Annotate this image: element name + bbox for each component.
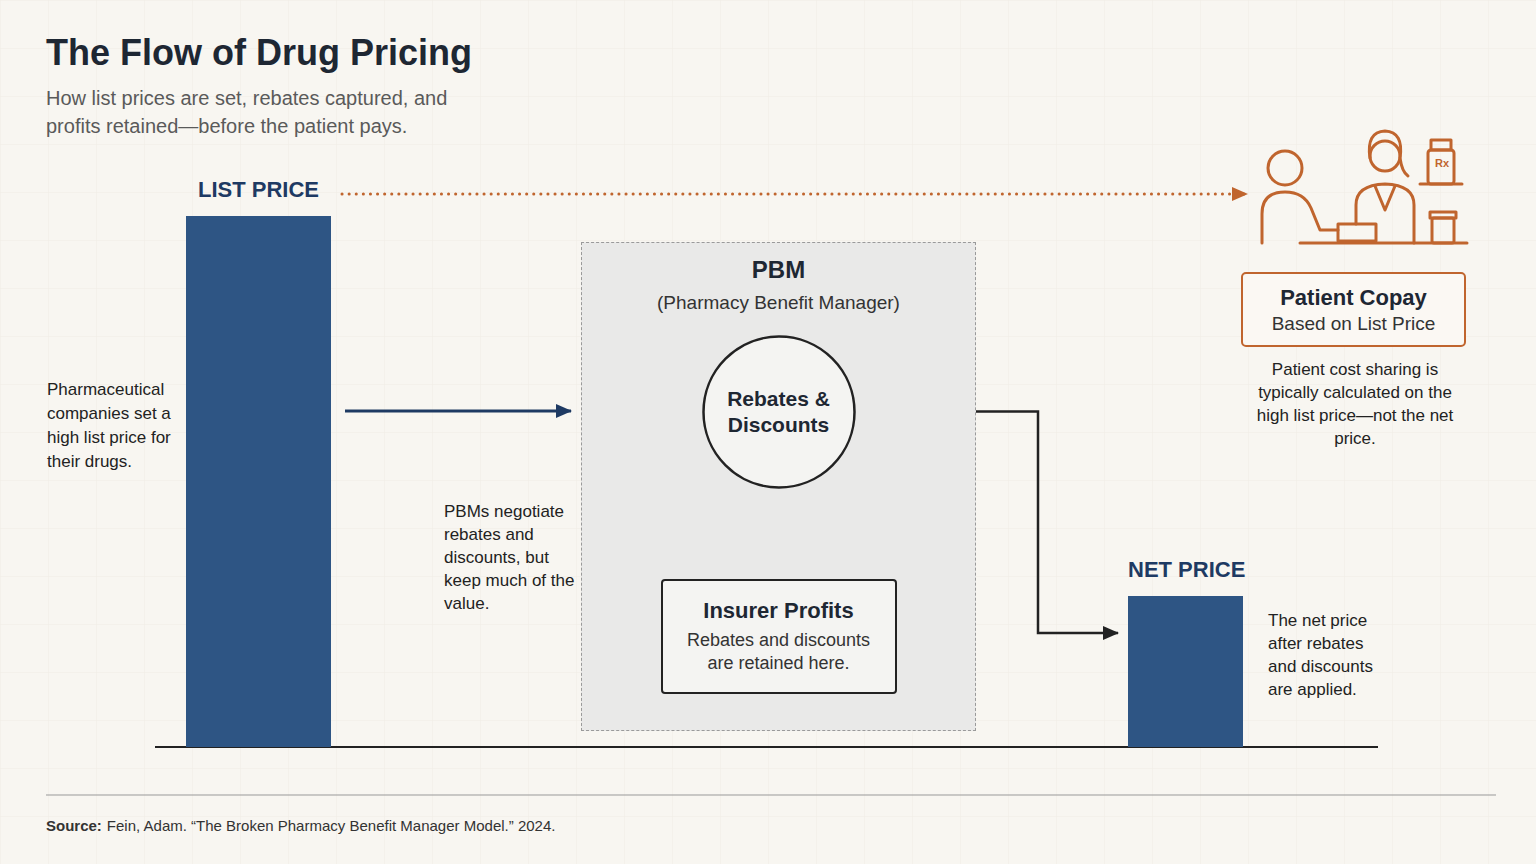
diagram-title: The Flow of Drug Pricing [46,32,472,74]
box-body: Rebates and discounts are retained here. [679,629,879,675]
side-note: PBMs negotiate rebates and discounts, bu… [444,500,576,615]
price-bar [186,216,331,747]
flow-arrow [345,410,571,413]
circle-label: Rebates & Discounts [720,386,838,438]
side-note: The net price after rebates and discount… [1268,609,1396,701]
box-heading: Insurer Profits [703,597,853,625]
bar-heading: LIST PRICE [186,176,331,216]
box-heading: Patient Copay [1280,284,1427,312]
copay-box: Patient CopayBased on List Price [1241,272,1466,347]
bar-heading: NET PRICE [1128,556,1243,596]
region-subtitle: (Pharmacy Benefit Manager) [582,291,975,315]
box-body: Based on List Price [1272,312,1436,336]
diagram-caption: How list prices are set, rebates capture… [46,84,486,140]
source-label: Source: [46,816,102,836]
process-box: Insurer ProfitsRebates and discounts are… [661,579,897,694]
source-citation: Fein, Adam. “The Broken Pharmacy Benefit… [107,816,556,836]
dotted-arrow [342,193,1247,196]
pharmacy-icon [1262,131,1467,243]
footer-rule [46,795,1496,796]
side-note: Patient cost sharing is typically calcul… [1256,358,1454,450]
list-price-bar: LIST PRICE [186,176,331,747]
region-title: PBM [582,255,975,285]
pbm-region: PBM (Pharmacy Benefit Manager) Rebates & D… [581,242,976,731]
rx-symbol: Rx [1429,157,1455,170]
circle-outline [702,335,856,489]
rebates-circle: Rebates & Discounts [702,335,856,489]
price-bar [1128,596,1243,747]
side-note: Pharmaceutical companies set a high list… [47,378,185,474]
net-price-bar: NET PRICE [1128,556,1243,747]
